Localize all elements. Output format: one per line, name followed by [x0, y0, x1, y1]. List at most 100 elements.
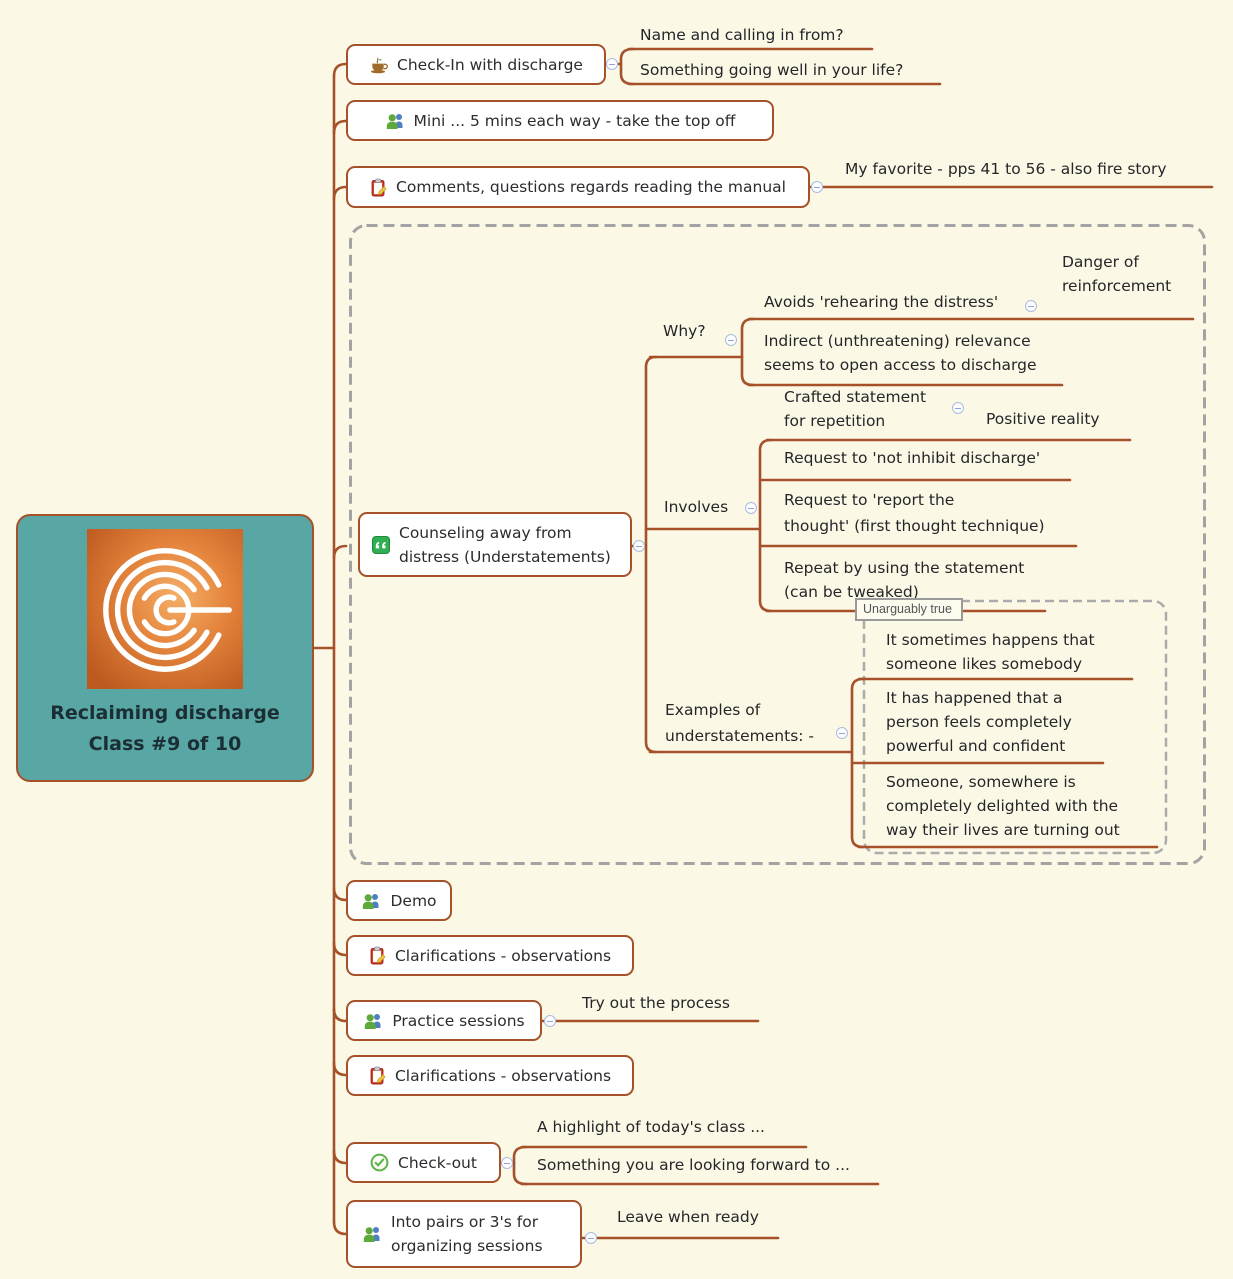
why-bracket [740, 317, 755, 387]
topic-repeat-line2: (can be tweaked) [784, 583, 919, 601]
outer-dashed-group[interactable] [349, 224, 1206, 865]
topic-pairs-line1: Into pairs or 3's for [391, 1213, 539, 1231]
people-icon [361, 892, 381, 910]
topic-demo-label: Demo [390, 891, 437, 910]
quote-icon [372, 535, 390, 554]
topic-positive-reality[interactable]: Positive reality [986, 410, 1100, 428]
topic-repeat-line1: Repeat by using the statement [784, 559, 1025, 577]
topic-highlight[interactable]: A highlight of today's class ... [537, 1118, 765, 1136]
topic-practice[interactable]: Practice sessions [346, 1000, 542, 1041]
elbow-mini [332, 119, 348, 135]
topic-why[interactable]: Why? [663, 322, 706, 340]
topic-example-3-line2: completely delighted with the [886, 797, 1119, 815]
check-circle-icon [370, 1153, 389, 1172]
root-title-line2: Class #9 of 10 [88, 733, 242, 755]
topic-danger[interactable]: Danger of reinforcement [1062, 250, 1171, 298]
topic-pairs-label: Into pairs or 3's for organizing session… [391, 1210, 543, 1258]
topic-checkin[interactable]: Check-In with discharge [346, 44, 606, 85]
topic-example-1-line2: someone likes somebody [886, 655, 1083, 673]
topic-going-well[interactable]: Something going well in your life? [640, 61, 904, 79]
elbow-demo [332, 886, 348, 902]
collapse-button-involves[interactable] [745, 502, 757, 514]
topic-pairs-line2: organizing sessions [391, 1237, 543, 1255]
topic-example-2-line3: powerful and confident [886, 737, 1066, 755]
topic-leave-ready[interactable]: Leave when ready [617, 1208, 759, 1226]
topic-counseling[interactable]: Counseling away from distress (Understat… [358, 512, 632, 577]
clipboard-icon [370, 178, 387, 197]
topic-clarifications-2[interactable]: Clarifications - observations [346, 1055, 634, 1096]
people-icon [362, 1225, 382, 1243]
collapse-button-pairs[interactable] [585, 1232, 597, 1244]
topic-request-report[interactable]: Request to 'report the thought' (first t… [784, 487, 1045, 539]
collapse-button-why[interactable] [725, 334, 737, 346]
elbow-pairs [332, 1220, 348, 1236]
topic-looking-forward[interactable]: Something you are looking forward to ... [537, 1156, 850, 1174]
collapse-button-counseling[interactable] [633, 540, 645, 552]
collapse-button-examples[interactable] [836, 727, 848, 739]
root-topic[interactable]: Reclaiming discharge Class #9 of 10 [16, 514, 314, 782]
topic-checkout[interactable]: Check-out [346, 1142, 501, 1183]
collapse-button-checkout[interactable] [501, 1157, 513, 1169]
topic-example-1[interactable]: It sometimes happens that someone likes … [886, 628, 1095, 676]
elbow-comments [332, 185, 348, 201]
topic-counseling-label: Counseling away from distress (Understat… [399, 521, 611, 569]
topic-examples-line1: Examples of [665, 701, 761, 719]
topic-example-3-line1: Someone, somewhere is [886, 773, 1076, 791]
topic-comments[interactable]: Comments, questions regards reading the … [346, 166, 810, 208]
unarguably-true-group[interactable] [862, 599, 1168, 855]
topic-clarifications-1[interactable]: Clarifications - observations [346, 935, 634, 976]
topic-example-3-line3: way their lives are turning out [886, 821, 1120, 839]
checkout-bracket [512, 1145, 528, 1186]
topic-clarifications-2-label: Clarifications - observations [394, 1066, 612, 1085]
topic-clarifications-1-label: Clarifications - observations [394, 946, 612, 965]
group-borders [349, 224, 1206, 865]
elbow-clarifications2 [332, 1061, 348, 1077]
topic-danger-line1: Danger of [1062, 253, 1139, 271]
topic-mini-label: Mini ... 5 mins each way - take the top … [413, 111, 736, 130]
checkin-bracket [619, 47, 635, 86]
topic-example-2[interactable]: It has happened that a person feels comp… [886, 686, 1072, 758]
topic-crafted-line2: for repetition [784, 412, 886, 430]
collapse-button-avoids[interactable] [1025, 300, 1037, 312]
topic-example-3[interactable]: Someone, somewhere is completely delight… [886, 770, 1120, 842]
topic-my-favorite[interactable]: My favorite - pps 41 to 56 - also fire s… [845, 160, 1167, 178]
elbow-checkout [332, 1149, 348, 1165]
topic-repeat[interactable]: Repeat by using the statement (can be tw… [784, 556, 1024, 604]
topic-pairs[interactable]: Into pairs or 3's for organizing session… [346, 1200, 582, 1268]
topic-request-report-line2: thought' (first thought technique) [784, 517, 1045, 535]
topic-crafted[interactable]: Crafted statement for repetition [784, 385, 926, 433]
counseling-trunk [644, 355, 658, 754]
topic-request-not-inhibit[interactable]: Request to 'not inhibit discharge' [784, 449, 1041, 467]
elbow-checkin [332, 62, 348, 78]
topic-checkout-label: Check-out [398, 1153, 477, 1172]
labyrinth-logo [86, 529, 244, 689]
topic-demo[interactable]: Demo [346, 880, 452, 921]
elbow-practice [332, 1007, 348, 1023]
topic-indirect[interactable]: Indirect (unthreatening) relevance seems… [764, 329, 1037, 377]
topic-indirect-line2: seems to open access to discharge [764, 356, 1037, 374]
topic-avoids[interactable]: Avoids 'rehearing the distress' [764, 293, 999, 311]
topic-try-process[interactable]: Try out the process [582, 994, 730, 1012]
topic-counseling-line1: Counseling away from [399, 523, 572, 542]
root-title-line1: Reclaiming discharge [50, 702, 280, 724]
topic-mini[interactable]: Mini ... 5 mins each way - take the top … [346, 100, 774, 141]
topic-crafted-line1: Crafted statement [784, 388, 927, 406]
unarguably-true-label[interactable]: Unarguably true [855, 598, 963, 621]
topic-danger-line2: reinforcement [1062, 277, 1172, 295]
collapse-button-checkin[interactable] [606, 58, 618, 70]
topic-request-report-line1: Request to 'report the [784, 491, 955, 509]
topic-examples[interactable]: Examples of understatements: - [665, 697, 814, 749]
clipboard-icon [369, 946, 386, 965]
topic-examples-line2: understatements: - [665, 727, 815, 745]
collapse-button-crafted[interactable] [952, 402, 964, 414]
topic-example-1-line1: It sometimes happens that [886, 631, 1095, 649]
collapse-button-comments[interactable] [811, 181, 823, 193]
topic-involves[interactable]: Involves [664, 498, 729, 516]
topic-practice-label: Practice sessions [392, 1011, 525, 1030]
topic-counseling-line2: distress (Understatements) [399, 547, 611, 566]
elbow-clarifications1 [332, 941, 348, 957]
collapse-button-practice[interactable] [544, 1015, 556, 1027]
topic-name-calling[interactable]: Name and calling in from? [640, 26, 844, 44]
topic-example-2-line1: It has happened that a [886, 689, 1063, 707]
